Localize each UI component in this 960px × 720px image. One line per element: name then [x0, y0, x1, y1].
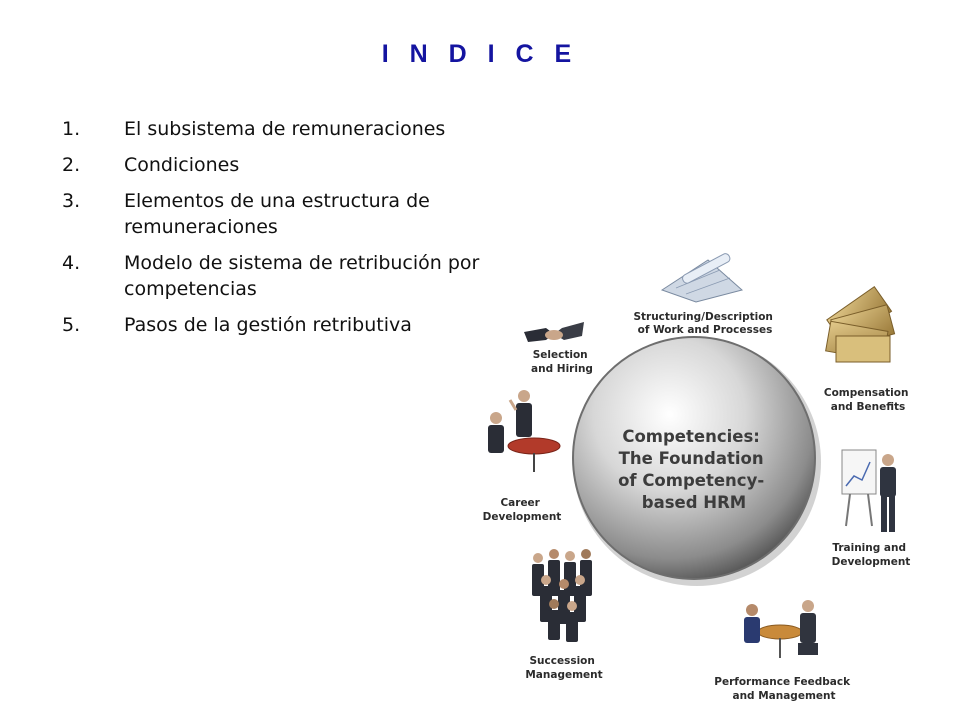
team-icon — [532, 549, 592, 642]
item-number: 5. — [62, 314, 81, 336]
item-text: El subsistema de remuneraciones — [124, 118, 446, 140]
list-item: 3. Elementos de una estructura de remuner… — [62, 188, 492, 240]
list-item: 4. Modelo de sistema de retribución por c… — [62, 250, 492, 302]
item-text: Condiciones — [124, 154, 240, 176]
index-list: 1. El subsistema de remuneraciones 2. Cond… — [62, 116, 492, 348]
item-number: 1. — [62, 118, 81, 140]
node-selection: Selection and Hiring — [531, 349, 593, 375]
node-training: Training and Development — [832, 542, 911, 568]
node-succession: Succession Management — [525, 655, 602, 681]
item-number: 4. — [62, 252, 81, 274]
item-number: 3. — [62, 190, 81, 212]
competency-diagram: Competencies: The Foundation of Competen… — [483, 253, 912, 702]
money-icon — [825, 285, 896, 363]
meeting-icon — [744, 600, 818, 658]
list-item: 1. El subsistema de remuneraciones — [62, 116, 492, 142]
page-title: I N D I C E — [381, 40, 579, 68]
high-five-icon — [488, 390, 561, 472]
node-performance: Performance Feedback and Management — [714, 676, 853, 702]
center-line: The Foundation — [619, 449, 764, 468]
node-compensation: Compensation and Benefits — [824, 387, 912, 413]
node-structuring: Structuring/Description of Work and Proc… — [633, 311, 776, 336]
svg-text:Competencies: The Founda: Competencies: The Foundation of Competen… — [618, 427, 770, 512]
list-item: 5. Pasos de la gestión retributiva — [62, 312, 492, 338]
center-line: Competencies: — [622, 427, 760, 446]
list-item: 2. Condiciones — [62, 152, 492, 178]
item-text: Pasos de la gestión retributiva — [124, 314, 412, 336]
item-number: 2. — [62, 154, 81, 176]
center-line: based HRM — [642, 493, 746, 512]
blueprint-icon — [660, 253, 744, 303]
item-text: Elementos de una estructura de remunerac… — [124, 190, 430, 238]
center-sphere: Competencies: The Foundation of Competen… — [572, 336, 821, 586]
node-career: Career Development — [483, 497, 562, 523]
handshake-icon — [524, 322, 584, 342]
center-line: of Competency- — [618, 471, 764, 490]
item-text: Modelo de sistema de retribución por com… — [124, 252, 480, 300]
presenter-icon — [841, 449, 896, 532]
